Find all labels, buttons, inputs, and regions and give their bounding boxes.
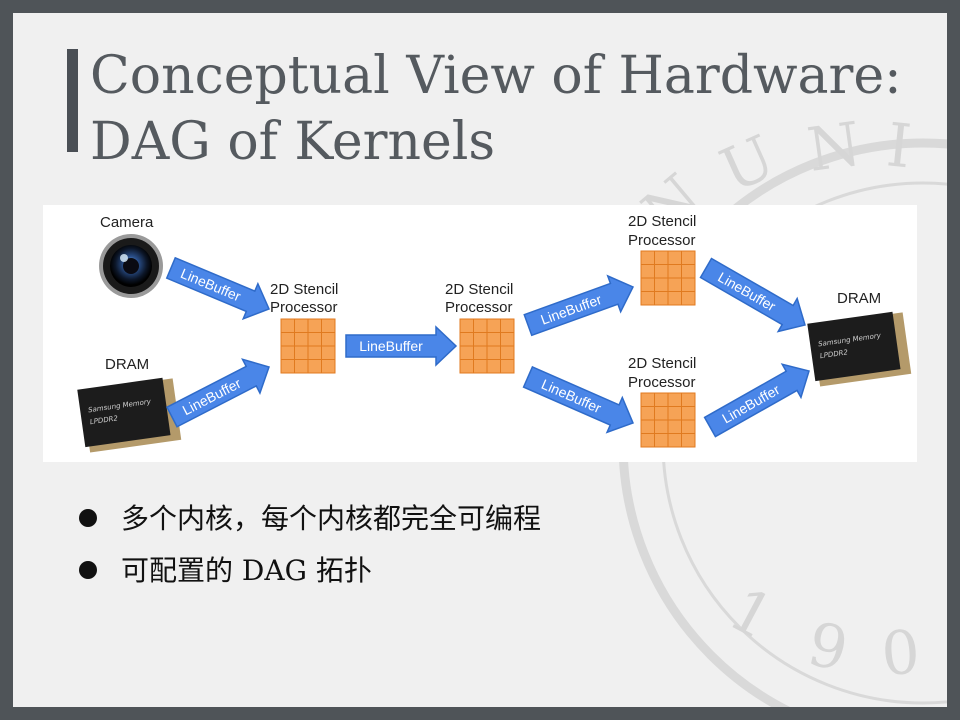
line-buffer-label: LineBuffer [538, 291, 604, 328]
bullet-text: 多个内核，每个内核都完全可编程 [121, 502, 542, 535]
chip-text: LPDDR2 [89, 414, 119, 426]
stencil-label-line1: 2D Stencil [628, 213, 696, 230]
line-buffer-arrow: LineBuffer [165, 358, 270, 428]
dram-source-label: DRAM [105, 356, 149, 373]
seal-digit: 0 [879, 617, 922, 689]
line-buffer-arrow: LineBuffer [345, 325, 458, 367]
seal-letter: N [803, 109, 865, 186]
stencil-label-line2: Processor [628, 374, 696, 391]
line-buffer-label: LineBuffer [359, 338, 423, 354]
bullet-list: 多个内核，每个内核都完全可编程 可配置的 DAG 拓扑 [79, 493, 541, 597]
title-accent-bar [67, 49, 78, 152]
bullet-item: 可配置的 DAG 拓扑 [79, 545, 541, 597]
stencil-grid-icon [640, 392, 696, 448]
stencil-grid-icon [640, 250, 696, 306]
slide: N U N I 1 9 0 Conceptual View of Hardwar… [13, 13, 947, 707]
stencil-processor-2-label: 2D Stencil Processor [445, 281, 513, 316]
stencil-label-line1: 2D Stencil [270, 281, 338, 298]
chip-text: LPDDR2 [819, 348, 849, 360]
camera-icon [99, 234, 163, 298]
dram-sink-chip-icon: Samsung Memory LPDDR2 [807, 311, 912, 387]
line-buffer-arrow: LineBuffer [165, 256, 271, 321]
stencil-processor-4-label: 2D Stencil Processor [628, 355, 696, 391]
stencil-processor-1-label: 2D Stencil Processor [270, 281, 338, 316]
dram-source-chip-icon: Samsung Memory LPDDR2 [77, 377, 182, 453]
stencil-label-line2: Processor [445, 299, 513, 316]
seal-digit: 9 [802, 609, 854, 685]
line-buffer-arrow: LineBuffer [703, 363, 810, 438]
stencil-label-line2: Processor [628, 232, 696, 249]
bullet-dot [79, 508, 97, 527]
dram-sink-label: DRAM [837, 290, 881, 307]
stencil-processor-3-label: 2D Stencil Processor [628, 213, 696, 249]
bullet-item: 多个内核，每个内核都完全可编程 [79, 493, 541, 545]
stencil-label-line1: 2D Stencil [628, 355, 696, 372]
slide-title: Conceptual View of Hardware: DAG of Kern… [90, 46, 902, 172]
stencil-grid-icon [280, 318, 336, 374]
stencil-grid-icon [459, 318, 515, 374]
bullet-text: 可配置的 DAG 拓扑 [121, 554, 372, 587]
kernel-dag-diagram: Camera DRAM Samsung Memory LPDDR2 DRAM S… [43, 205, 917, 462]
bullet-dot [79, 560, 97, 579]
university-seal-watermark: N U N I 1 9 0 [618, 109, 947, 707]
line-buffer-arrow: LineBuffer [522, 365, 634, 434]
stencil-label-line1: 2D Stencil [445, 281, 513, 298]
camera-label: Camera [100, 214, 154, 231]
line-buffer-arrow: LineBuffer [699, 257, 806, 333]
line-buffer-arrow: LineBuffer [523, 274, 635, 337]
stencil-label-line2: Processor [270, 299, 338, 316]
